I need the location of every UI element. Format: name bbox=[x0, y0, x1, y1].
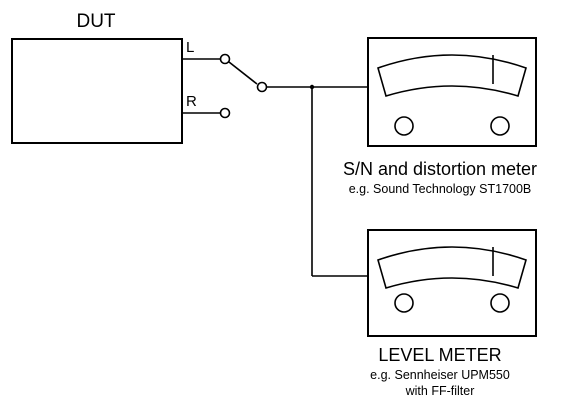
distortion-meter-body bbox=[367, 37, 537, 147]
switch-contact-l bbox=[219, 53, 231, 65]
switch-arm bbox=[228, 61, 258, 85]
distortion-meter-subtitle: e.g. Sound Technology ST1700B bbox=[349, 182, 532, 196]
dut-box bbox=[11, 38, 183, 144]
level-meter-subtitle-2: with FF-filter bbox=[405, 384, 475, 398]
level-meter-title: LEVEL METER bbox=[378, 345, 501, 365]
distortion-meter-title: S/N and distortion meter bbox=[343, 159, 537, 179]
level-meter-subtitle: e.g. Sennheiser UPM550 bbox=[370, 368, 510, 382]
level-meter bbox=[367, 229, 537, 337]
dut-output-l-label: L bbox=[186, 39, 194, 56]
level-meter-knob-right bbox=[490, 293, 510, 313]
switch-common-contact bbox=[256, 81, 268, 93]
distortion-meter-knob-right bbox=[490, 116, 510, 136]
level-meter-knob-left bbox=[394, 293, 414, 313]
distortion-meter bbox=[367, 37, 537, 147]
distortion-meter-scale bbox=[377, 54, 527, 98]
dut-label: DUT bbox=[76, 11, 115, 32]
level-meter-body bbox=[367, 229, 537, 337]
dut-output-r-label: R bbox=[186, 93, 197, 110]
distortion-meter-knob-left bbox=[394, 116, 414, 136]
switch-contact-r bbox=[219, 107, 231, 119]
level-meter-scale bbox=[377, 246, 527, 290]
